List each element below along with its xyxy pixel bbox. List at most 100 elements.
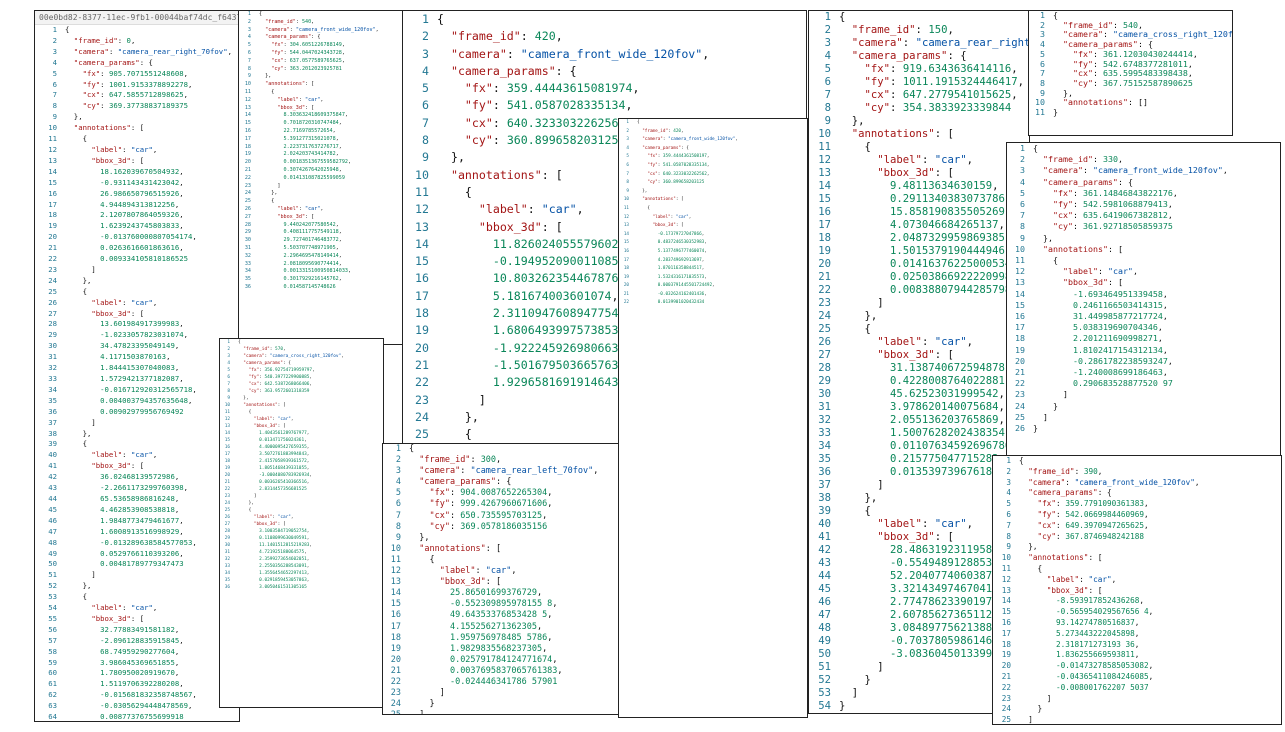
code-line[interactable]: 22 0.290683528877520 97 [1007,378,1280,389]
code-line[interactable]: 21 0.3074267642025948, [239,167,402,175]
code-line[interactable]: 7 "cx": 650.735595703125, [383,511,619,522]
code-line[interactable]: 17 4.155256271362305, [383,622,619,633]
code-body[interactable]: 1{2 "frame_id": 300,3 "camera": "camera_… [383,444,619,714]
code-line[interactable]: 2 "frame_id": 540, [1029,20,1232,31]
code-line[interactable]: 45 4.462853908538818, [35,505,239,516]
code-line[interactable]: 10 "annotations": [ [809,128,1029,141]
code-line[interactable]: 1{ [809,11,1029,24]
code-body[interactable]: 1{2 "frame_id": 390,3 "camera": "camera_… [993,456,1281,724]
code-line[interactable]: 6 "fy": 999.4267960671606, [383,499,619,510]
code-line[interactable]: 2 "frame_id": 570, [220,346,383,353]
code-line[interactable]: 23 ] [1007,389,1280,400]
code-line[interactable]: 59 3.986045369651855, [35,658,239,669]
code-line[interactable]: 32 2.2964695478149414, [239,253,402,261]
code-line[interactable]: 29 0.4228008764022881, [809,375,1029,388]
code-line[interactable]: 17 4.073046684265137, [809,219,1029,232]
code-line[interactable]: 6 "fy": 544.0447024343728, [239,50,402,58]
code-line[interactable]: 30 11.1401512815219283, [220,542,383,549]
code-line[interactable]: 20 0.0018351367559582792, [239,159,402,167]
code-line[interactable]: 9 }, [35,112,239,123]
code-line[interactable]: 23 ] [383,688,619,699]
code-line[interactable]: 10 "annotations": [ [993,553,1281,564]
code-panel-6[interactable]: 1{2 "frame_id": 330,3 "camera": "camera_… [1006,142,1281,456]
code-line[interactable]: 7 "cx": 635.5995483398438, [1029,68,1232,79]
code-line[interactable]: 18 2.4157058939361572, [220,458,383,465]
code-body[interactable]: 1{2 "frame_id": 420,3 "camera": "camera_… [619,119,807,308]
code-line[interactable]: 17 5.038319690704346, [1007,322,1280,333]
code-line[interactable]: 50 -3.083604501339944 [809,648,1029,661]
code-line[interactable]: 33 2.0818095690774414, [239,261,402,269]
code-line[interactable]: 20 -0.01473278585053082, [993,661,1281,672]
code-line[interactable]: 15 -0.552309895978155 8, [383,599,619,610]
code-line[interactable]: 18 1.959756978485 5786, [383,633,619,644]
code-line[interactable]: 11 { [993,564,1281,575]
code-line[interactable]: 10 "annotations": [ [383,544,619,555]
code-line[interactable]: 11 { [619,205,807,214]
code-line[interactable]: 5 "fx": 356.92754719959797, [220,367,383,374]
code-line[interactable]: 18 2.0487329959869385, [809,232,1029,245]
code-line[interactable]: 24 } [1007,401,1280,412]
code-line[interactable]: 16 5.1377496777460074, [619,248,807,257]
code-line[interactable]: 12 "label": "car", [35,145,239,156]
code-line[interactable]: 32 2.3599273654602051, [220,556,383,563]
code-line[interactable]: 15 0.2461166503414315, [1007,300,1280,311]
code-panel-4[interactable]: 1{2 "frame_id": 150,3 "camera": "camera_… [808,10,1030,714]
code-line[interactable]: 38 }, [809,492,1029,505]
code-line[interactable]: 10 "annotations": [ [239,81,402,89]
code-line[interactable]: 11} [1029,107,1232,118]
code-line[interactable]: 21 -1.240008699186463, [1007,367,1280,378]
code-line[interactable]: 57 -2.096128835915845, [35,636,239,647]
code-line[interactable]: 34 0.0013315100950814033, [239,268,402,276]
code-line[interactable]: 7 "cx": 640.3233032262562, [619,171,807,180]
code-line[interactable]: 13 "bbox_3d": [ [220,423,383,430]
code-line[interactable]: 3 "camera": "camera_front_wide_120fov", [1007,165,1280,176]
code-line[interactable]: 9 }, [220,395,383,402]
code-line[interactable]: 6 "fy": 542.0669984460969, [993,510,1281,521]
code-line[interactable]: 9 }, [993,542,1281,553]
code-line[interactable]: 64 0.00877376755699918 [35,712,239,721]
code-line[interactable]: 15 0.4837246530352983, [619,239,807,248]
code-line[interactable]: 30 34.47823395049149, [35,341,239,352]
code-line[interactable]: 28 13.601984917399983, [35,319,239,330]
code-line[interactable]: 20 -0.013760000807054174, [35,232,239,243]
code-line[interactable]: 26 "label": "car", [239,206,402,214]
code-line[interactable]: 19 1.836255669593811, [993,650,1281,661]
code-line[interactable]: 27 "bbox_3d": [ [220,521,383,528]
code-line[interactable]: 28 31.138740672594878, [809,362,1029,375]
code-line[interactable]: 9 }, [809,115,1029,128]
code-line[interactable]: 31 4.1171503870163, [35,352,239,363]
code-line[interactable]: 47 1.6008913516998929, [35,527,239,538]
code-line[interactable]: 11 { [35,134,239,145]
code-line[interactable]: 5 "fx": 905.7071551248608, [35,69,239,80]
code-line[interactable]: 54 "label": "car", [35,603,239,614]
code-line[interactable]: 5 "fx": 359.7791090361383, [993,499,1281,510]
code-line[interactable]: 3 "camera": "camera_front_wide_120fov", [239,27,402,35]
code-line[interactable]: 2 "frame_id": 150, [809,24,1029,37]
code-line[interactable]: 15 -0.931143431423042, [35,178,239,189]
code-line[interactable]: 11 { [1007,255,1280,266]
code-line[interactable]: 22 0.014131087825599059 [239,175,402,183]
code-line[interactable]: 7 "cx": 635.6419067382812, [1007,210,1280,221]
code-line[interactable]: 32 2.055136203765869, [809,414,1029,427]
code-line[interactable]: 16 22.7169785572654, [239,128,402,136]
code-line[interactable]: 10 "annotations": [ [220,402,383,409]
code-line[interactable]: 41 "bbox_3d": [ [809,531,1029,544]
code-line[interactable]: 48 -0.013289638584577053, [35,538,239,549]
code-line[interactable]: 34 -0.016712920312565718, [35,385,239,396]
code-line[interactable]: 14 -0.17379727047866, [619,231,807,240]
code-line[interactable]: 24 }, [220,500,383,507]
code-line[interactable]: 9 }, [1007,233,1280,244]
code-line[interactable]: 9 }, [403,149,806,166]
code-line[interactable]: 3 "camera": "camera_front_wide_120fov", [403,46,806,63]
code-line[interactable]: 24 }, [809,310,1029,323]
code-line[interactable]: 25 { [220,507,383,514]
code-line[interactable]: 31 4.721925188064575, [220,549,383,556]
code-line[interactable]: 20 -3.0004080783926934, [220,472,383,479]
code-line[interactable]: 4 "camera_params": { [35,58,239,69]
code-line[interactable]: 25 { [809,323,1029,336]
code-line[interactable]: 52 } [809,674,1029,687]
code-line[interactable]: 54} [809,700,1029,713]
code-line[interactable]: 1{ [993,456,1281,467]
code-line[interactable]: 25 { [35,287,239,298]
code-line[interactable]: 3 "camera": "camera_front_wide_120fov", [993,478,1281,489]
